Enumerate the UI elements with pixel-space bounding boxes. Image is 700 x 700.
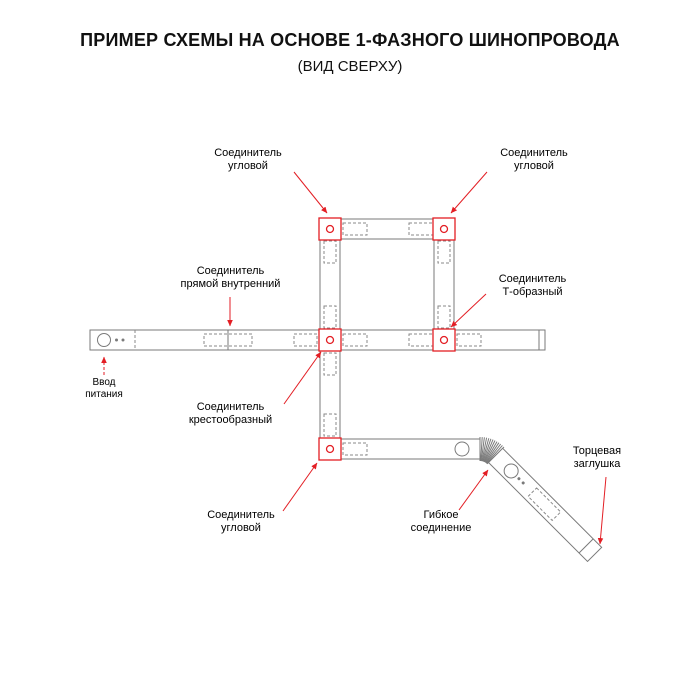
- header: ПРИМЕР СХЕМЫ НА ОСНОВЕ 1-ФАЗНОГО ШИНОПРО…: [0, 30, 700, 75]
- leader-t-shaped: [450, 293, 487, 328]
- track-fixing-hole: [503, 463, 519, 479]
- track-loop-top: [340, 218, 434, 240]
- power-feed-dot: [121, 338, 125, 342]
- flexible-connector: [479, 437, 505, 465]
- leader-corner-bottom: [282, 462, 318, 512]
- power-feed-dot: [115, 338, 118, 342]
- leader-lines: [101, 171, 607, 545]
- leader-flexible: [458, 469, 489, 511]
- busbar-tracks: [89, 218, 546, 460]
- leader-end-cap: [597, 476, 607, 545]
- power-feed: [97, 330, 136, 350]
- connector-corner-top-right: [432, 217, 456, 241]
- end-cap: [578, 538, 594, 554]
- track-main-right: [454, 329, 546, 351]
- leader-corner-top-right: [450, 171, 488, 214]
- connector-t-shaped: [432, 328, 456, 352]
- label-corner-connector-top-right: Соединитель угловой: [500, 147, 568, 173]
- connectors: [318, 217, 456, 461]
- track-main-middle: [340, 329, 434, 351]
- label-corner-connector-bottom: Соединитель угловой: [207, 509, 275, 535]
- label-t-shaped-connector: Соединитель Т-образный: [498, 273, 567, 299]
- connector-cross: [318, 328, 342, 352]
- label-straight-internal-connector: Соединитель прямой внутренний: [180, 265, 281, 291]
- label-end-cap: Торцевая заглушка: [572, 445, 622, 471]
- track-fixing-hole: [454, 441, 470, 457]
- leader-corner-top-left: [293, 171, 328, 214]
- connector-corner-top-left: [318, 217, 342, 241]
- track-diagonal: [487, 447, 603, 563]
- track-loop-left-vertical: [319, 238, 341, 331]
- label-power-input: Ввод питания: [85, 377, 123, 400]
- label-corner-connector-top-left: Соединитель угловой: [214, 147, 282, 173]
- label-cross-connector: Соединитель крестообразный: [188, 401, 273, 427]
- track-loop-right-vertical: [433, 238, 455, 331]
- label-flexible-connection: Гибкое соединение: [410, 509, 472, 535]
- page-title: ПРИМЕР СХЕМЫ НА ОСНОВЕ 1-ФАЗНОГО ШИНОПРО…: [80, 30, 620, 50]
- connector-corner-bottom: [318, 437, 342, 461]
- page-subtitle: (ВИД СВЕРХУ): [297, 58, 403, 75]
- track-lower-vertical: [319, 350, 341, 439]
- leader-cross: [283, 351, 322, 405]
